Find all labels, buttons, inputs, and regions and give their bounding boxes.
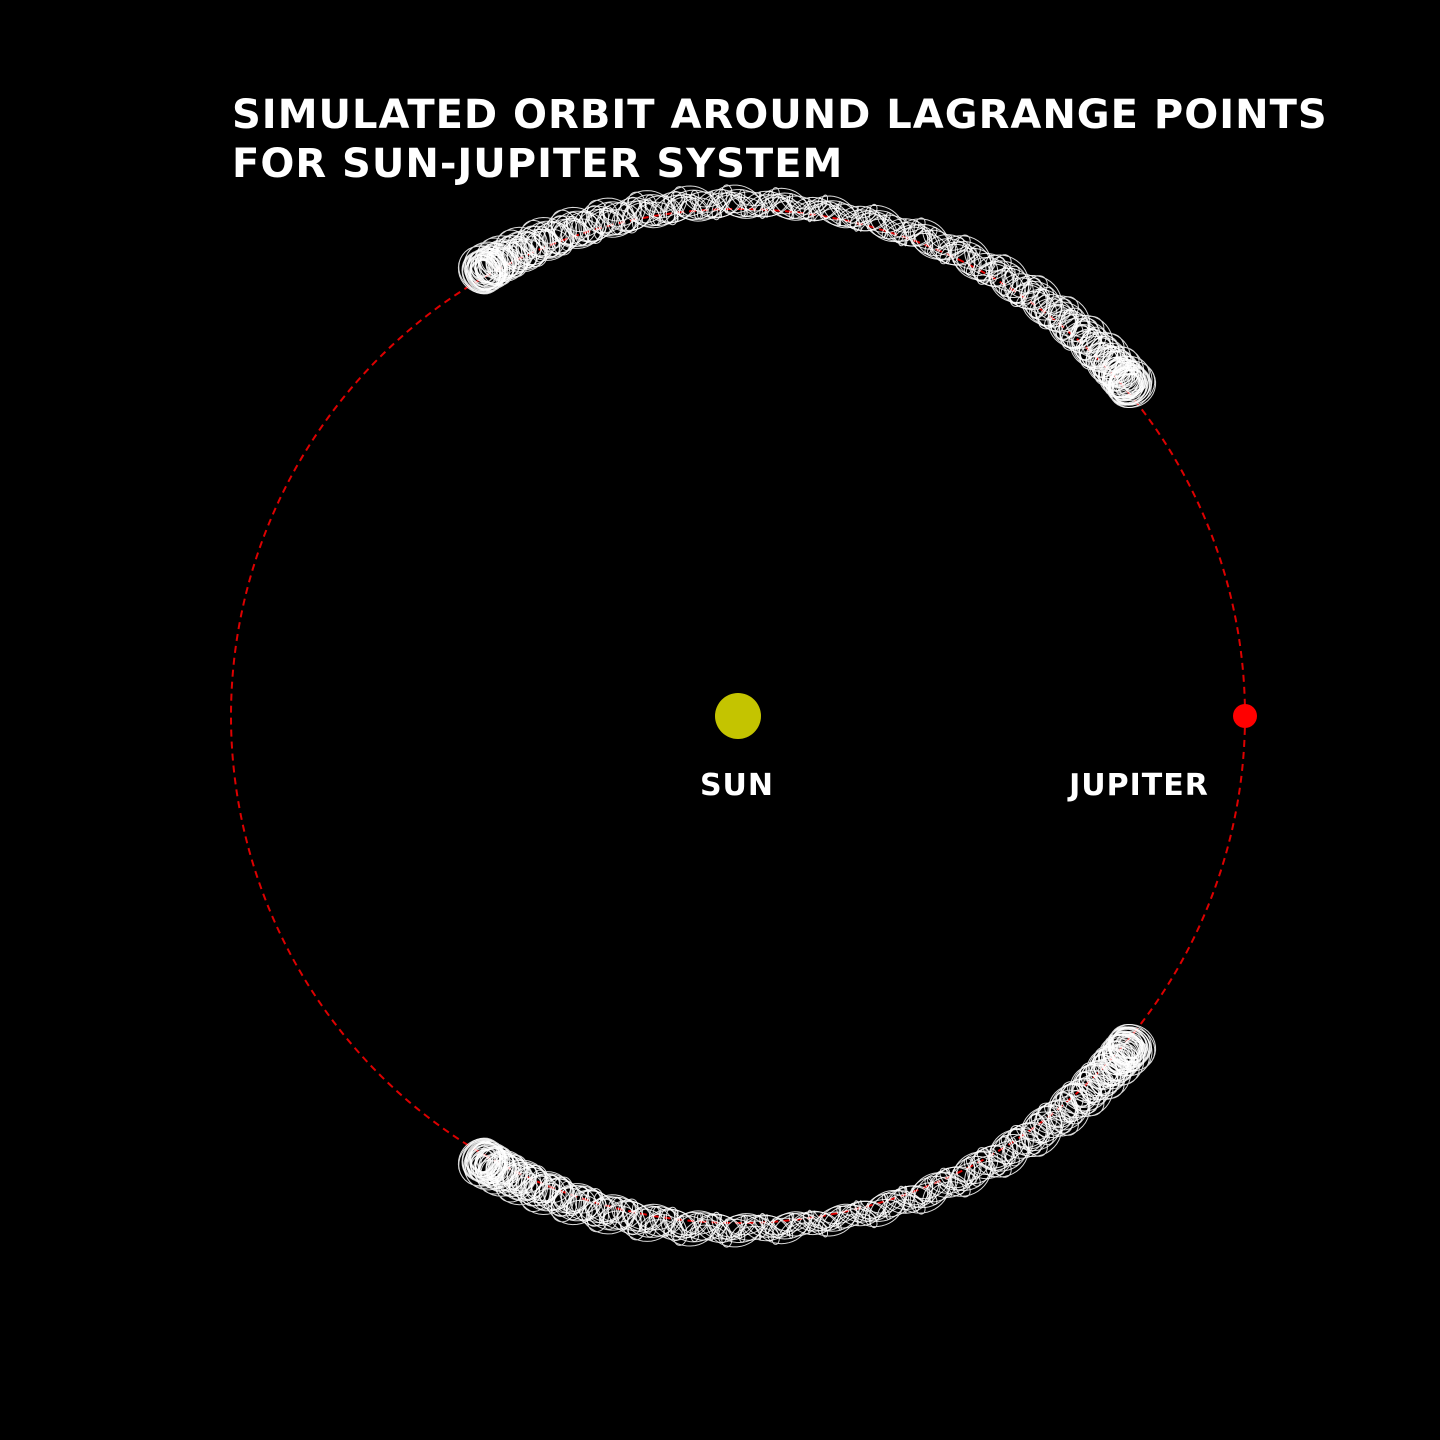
jupiter-label: JUPITER	[1067, 768, 1209, 803]
trajectory-l4-loop-8	[465, 191, 1148, 402]
trajectory-l4-loop-3	[457, 184, 1157, 409]
trajectory-l4-loop-6	[469, 191, 1144, 394]
trajectory-l5-loop-3	[457, 1023, 1157, 1248]
sun-marker	[715, 693, 761, 739]
title-line-1: SIMULATED ORBIT AROUND LAGRANGE POINTS	[232, 92, 1328, 138]
trajectory-l5-loop-6	[469, 1038, 1144, 1241]
l5-trojan-trajectory	[457, 1023, 1157, 1248]
title: SIMULATED ORBIT AROUND LAGRANGE POINTS F…	[232, 92, 1328, 187]
sun-label: SUN	[700, 768, 774, 803]
trajectory-l5-loop-7	[461, 1023, 1152, 1244]
l4-trojan-trajectory	[457, 184, 1157, 409]
title-line-2: FOR SUN-JUPITER SYSTEM	[232, 141, 843, 187]
trajectory-l4-loop-7	[461, 188, 1152, 409]
trajectory-l5-loop-8	[465, 1030, 1148, 1241]
jupiter-marker	[1233, 704, 1257, 728]
